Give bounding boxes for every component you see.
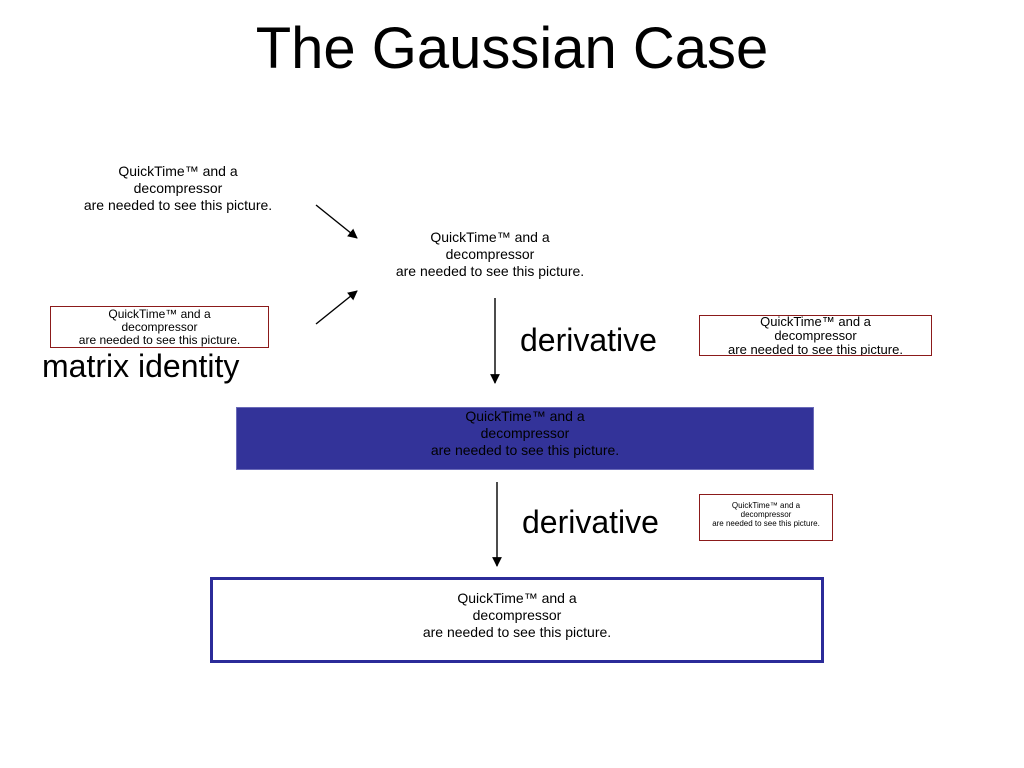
label-matrix-identity: matrix identity <box>42 348 240 384</box>
label-derivative-1: derivative <box>520 322 657 358</box>
label-derivative-2: derivative <box>522 504 659 540</box>
picture-placeholder-blue-band: QuickTime™ and a decompressor are needed… <box>236 407 814 470</box>
picture-placeholder-bottom: QuickTime™ and a decompressor are needed… <box>210 577 824 663</box>
picture-placeholder-top-left: QuickTime™ and a decompressor are needed… <box>83 162 273 213</box>
picture-placeholder-right-lower: QuickTime™ and a decompressor are needed… <box>699 494 833 541</box>
arrow-up-right <box>315 290 358 325</box>
picture-placeholder-right-upper: QuickTime™ and a decompressor are needed… <box>699 315 932 356</box>
picture-placeholder-center: QuickTime™ and a decompressor are needed… <box>395 228 585 279</box>
picture-placeholder-matrix: QuickTime™ and a decompressor are needed… <box>50 306 269 348</box>
slide-title: The Gaussian Case <box>255 16 769 81</box>
arrow-down-right <box>315 204 358 239</box>
